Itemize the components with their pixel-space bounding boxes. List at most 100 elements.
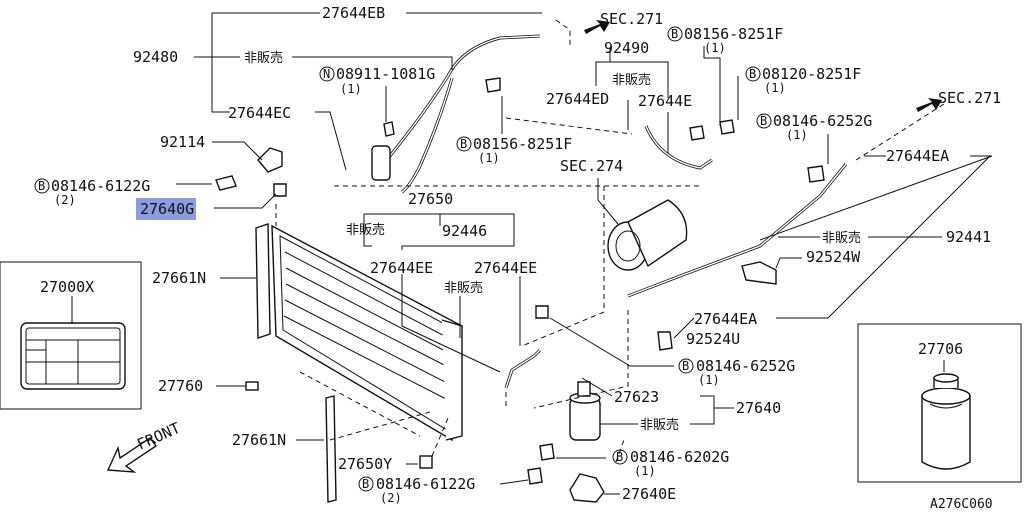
front-arrow-icon: [106, 437, 158, 473]
label-b08146-6122g-bottom[interactable]: 08146-6122G: [376, 475, 475, 493]
hose-joint-27644ec-drawing: [371, 145, 391, 181]
bolt-symbol-icon: [756, 113, 772, 129]
label-92114[interactable]: 92114: [160, 133, 205, 151]
label-27640e[interactable]: 27640E: [622, 485, 676, 503]
svg-text:B: B: [38, 179, 45, 193]
arrow-sec271-right: [916, 98, 942, 112]
bolt-drawings: [215, 77, 825, 485]
label-92480-not-sold: 非販売: [244, 50, 283, 66]
svg-text:B: B: [671, 27, 678, 41]
label-27644ea-mid[interactable]: 27644EA: [694, 310, 757, 328]
label-b08120-8251f[interactable]: 08120-8251F: [762, 65, 861, 83]
label-92446[interactable]: 92446: [442, 222, 487, 240]
leader-lines: [176, 12, 993, 495]
svg-text:(1): (1): [478, 151, 500, 165]
svg-text:(1): (1): [634, 464, 656, 478]
label-27644ec[interactable]: 27644EC: [228, 104, 291, 122]
label-27644ee-not-sold: 非販売: [444, 280, 483, 296]
bolt-symbol-icon: [358, 476, 374, 492]
arrow-sec271-top: [584, 20, 610, 34]
label-b08146-6122g-left[interactable]: 08146-6122G: [51, 177, 150, 195]
label-92441[interactable]: 92441: [946, 228, 991, 246]
label-b08156-8251f-mid[interactable]: 08156-8251F: [473, 135, 572, 153]
side-seal-top-drawing: [255, 223, 271, 339]
label-27650-not-sold: 非販売: [346, 222, 385, 238]
compressor-drawing: [607, 199, 688, 271]
label-plate-drawing: [20, 322, 126, 390]
inset-box-27000x: [0, 261, 142, 410]
svg-text:(2): (2): [380, 491, 402, 505]
svg-text:B: B: [682, 359, 689, 373]
label-92441-not-sold: 非販売: [822, 230, 861, 246]
label-92490-not-sold: 非販売: [612, 72, 651, 88]
label-27644ee-b[interactable]: 27644EE: [474, 259, 537, 277]
label-27706[interactable]: 27706: [918, 340, 963, 358]
label-sec271-top[interactable]: SEC.271: [600, 10, 663, 28]
label-92490[interactable]: 92490: [604, 39, 649, 57]
label-27644e[interactable]: 27644E: [638, 92, 692, 110]
label-27644eb[interactable]: 27644EB: [322, 4, 385, 22]
part-labels: 27644EB 92480 非販売 SEC.271 B 08156-8251F …: [34, 4, 1001, 512]
label-27640-not-sold: 非販売: [640, 417, 679, 433]
svg-text:(1): (1): [340, 82, 362, 96]
label-b08146-6202g[interactable]: 08146-6202G: [630, 448, 729, 466]
svg-text:(1): (1): [704, 41, 726, 55]
label-27650[interactable]: 27650: [408, 190, 453, 208]
svg-text:B: B: [760, 114, 767, 128]
label-front: FRONT: [134, 419, 183, 454]
label-b08146-6252g-mid[interactable]: 08146-6252G: [696, 357, 795, 375]
svg-text:B: B: [460, 137, 467, 151]
oil-can-drawing: [921, 373, 971, 470]
svg-text:(1): (1): [764, 81, 786, 95]
hose-92480-drawing: [401, 77, 454, 194]
label-sec274[interactable]: SEC.274: [560, 157, 623, 175]
label-27661n-top[interactable]: 27661N: [152, 269, 206, 287]
svg-text:B: B: [362, 477, 369, 491]
clip-92524w-drawing: [741, 261, 777, 285]
label-92480[interactable]: 92480: [133, 48, 178, 66]
bolt-symbol-icon: [667, 26, 683, 42]
highlight-27640g: [136, 198, 196, 220]
label-27640[interactable]: 27640: [736, 399, 781, 417]
label-27644ed[interactable]: 27644ED: [546, 90, 609, 108]
inset-box-27706: [857, 323, 1022, 483]
clip-27760-drawing: [245, 381, 259, 391]
label-92524w[interactable]: 92524W: [806, 248, 861, 266]
bolt-symbol-icon: [678, 358, 694, 374]
bolt-symbol-icon: [34, 178, 50, 194]
label-27661n-bottom[interactable]: 27661N: [232, 431, 286, 449]
label-27650y[interactable]: 27650Y: [338, 455, 392, 473]
condenser-drawing: [271, 224, 463, 442]
label-b08146-6252g-top[interactable]: 08146-6252G: [773, 112, 872, 130]
clip-27650y-drawing: [419, 455, 433, 469]
label-27760[interactable]: 27760: [158, 377, 203, 395]
svg-text:B: B: [749, 67, 756, 81]
label-sec271-right[interactable]: SEC.271: [938, 89, 1001, 107]
label-27644ee-a[interactable]: 27644EE: [370, 259, 433, 277]
label-27000x[interactable]: 27000X: [40, 278, 94, 296]
bracket-27640e-drawing: [569, 473, 605, 503]
label-b08156-8251f-top[interactable]: 08156-8251F: [684, 25, 783, 43]
grommet-27640g-drawing: [273, 183, 287, 197]
label-27623[interactable]: 27623: [614, 388, 659, 406]
bracket-92114-drawing: [257, 147, 283, 173]
bolt-symbol-icon: [612, 449, 628, 465]
dashed-guides: [275, 19, 945, 463]
bolt-symbol-icon: [745, 66, 761, 82]
bolt-symbol-icon: [456, 136, 472, 152]
nut-symbol-icon: [319, 66, 335, 82]
label-27644ea-top[interactable]: 27644EA: [886, 147, 949, 165]
svg-text:(1): (1): [698, 373, 720, 387]
receiver-drier-drawing: [569, 381, 601, 441]
svg-text:B: B: [616, 450, 623, 464]
svg-text:N: N: [323, 67, 330, 81]
label-n08911-1081g[interactable]: 08911-1081G: [336, 65, 435, 83]
svg-text:(2): (2): [54, 193, 76, 207]
label-92524u[interactable]: 92524U: [686, 330, 740, 348]
svg-text:(1): (1): [786, 128, 808, 142]
label-27640g[interactable]: 27640G: [140, 200, 194, 218]
clip-92524u-drawing: [657, 331, 673, 351]
side-seal-bottom-drawing: [325, 395, 337, 503]
